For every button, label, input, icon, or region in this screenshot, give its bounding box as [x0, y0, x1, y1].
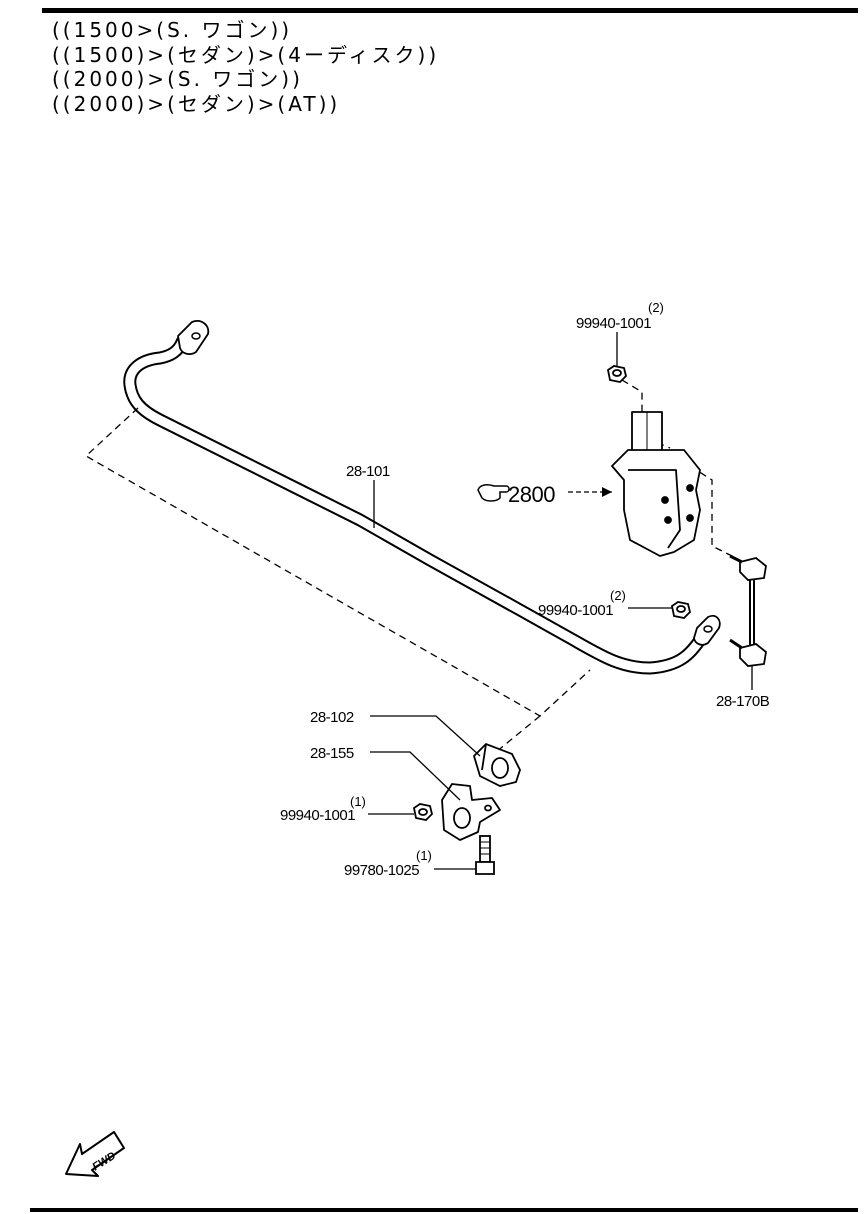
- stabilizer-link[interactable]: [729, 554, 767, 667]
- condition-line: ((1500)>(セダン)>(4ーディスク)): [52, 42, 440, 67]
- bolt-qty: (1): [416, 848, 432, 863]
- bracket-label[interactable]: 28-155: [310, 745, 354, 762]
- nut-top-qty: (2): [648, 300, 664, 315]
- link-label[interactable]: 28-170B: [716, 693, 770, 710]
- bracket[interactable]: [441, 783, 501, 841]
- leader-lines: [368, 332, 753, 870]
- nut-bracket-label[interactable]: 99940-1001: [280, 807, 356, 824]
- pointing-hand-icon: [477, 484, 510, 502]
- stabilizer-bar-label[interactable]: 28-101: [346, 463, 390, 480]
- alignment-lines: [84, 379, 737, 753]
- fwd-arrow-icon: FWD: [65, 1131, 125, 1177]
- nut-top-label[interactable]: 99940-1001: [576, 315, 652, 332]
- strut-ref-label[interactable]: 2800: [508, 482, 556, 507]
- nut-bracket-qty: (1): [350, 794, 366, 809]
- nut-mid-label[interactable]: 99940-1001: [538, 602, 614, 619]
- bushing[interactable]: [472, 742, 521, 787]
- applicability-conditions: ((1500>(S. ワゴン)) ((1500)>(セダン)>(4ーディスク))…: [52, 18, 439, 116]
- nut-mid[interactable]: [670, 601, 691, 619]
- stabilizer-bar[interactable]: [123, 320, 721, 675]
- condition-line: ((2000)>(セダン)>(AT)): [52, 91, 341, 116]
- bottom-border: [30, 1208, 858, 1212]
- bolt[interactable]: [475, 835, 495, 875]
- nut-top[interactable]: [606, 365, 627, 383]
- condition-line: ((2000)>(S. ワゴン)): [52, 67, 303, 91]
- strut-ref-arrow: [568, 487, 612, 497]
- strut-assembly: [611, 411, 701, 557]
- nut-mid-qty: (2): [610, 588, 626, 603]
- nut-bracket[interactable]: [412, 803, 433, 821]
- top-border: [42, 8, 858, 13]
- bolt-label[interactable]: 99780-1025: [344, 862, 420, 879]
- condition-line: ((1500>(S. ワゴン)): [52, 18, 293, 42]
- bushing-label[interactable]: 28-102: [310, 709, 354, 726]
